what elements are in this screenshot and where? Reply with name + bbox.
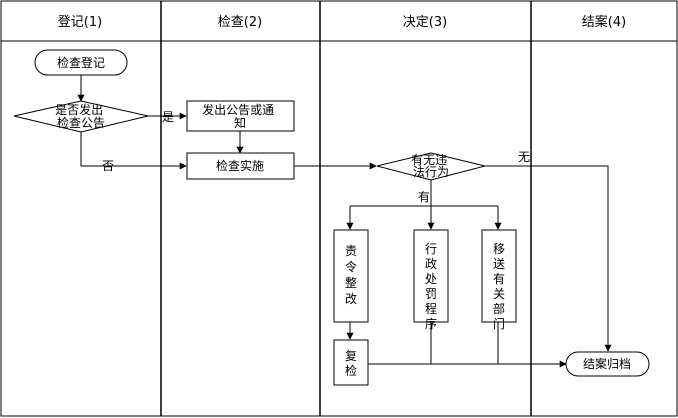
edge-label-yes: 是: [162, 110, 174, 124]
v-transfer-char: 关: [493, 287, 505, 301]
node-publish-notice-label: 发出公告或通 知: [202, 102, 278, 130]
v-penalty-char: 政: [425, 257, 437, 271]
node-admin-penalty: [413, 229, 449, 323]
lane-header-close: 结案(4): [582, 15, 626, 30]
v-correction-char: 责: [345, 244, 357, 258]
v-penalty-char: 序: [425, 316, 437, 331]
v-transfer-char: 移: [493, 242, 505, 256]
node-decision-publish-label: 是否发出 检查公告: [55, 102, 107, 130]
node-review-label: 复检: [345, 349, 357, 378]
v-review-char: 复: [345, 349, 357, 363]
node-decision-publish: [13, 100, 149, 133]
node-publish-notice: [186, 100, 295, 132]
v-transfer-char: 送: [493, 256, 505, 271]
node-review: [333, 339, 369, 386]
v-correction-char: 改: [345, 292, 357, 306]
node-close-case-label: 结案归档: [583, 356, 631, 371]
v-correction-char: 整: [345, 275, 357, 290]
v-penalty-char: 处: [425, 272, 437, 286]
node-close-case: [565, 351, 650, 377]
node-decision-violation: [376, 152, 486, 181]
node-decision-violation-label: 有无违 法行为: [411, 153, 451, 179]
edge-label-has: 有: [418, 190, 430, 204]
edge-violation-none: [485, 165, 612, 352]
v-penalty-char: 行: [425, 242, 437, 256]
node-register: [34, 49, 128, 76]
node-transfer-dept: [481, 229, 517, 323]
lane-header-inspect: 检查(2): [218, 15, 262, 30]
node-register-label: 检查登记: [57, 55, 105, 70]
edge-label-none: 无: [518, 150, 530, 164]
lane-header-decide: 决定(3): [403, 15, 447, 30]
edge-decision-no: [80, 132, 187, 170]
node-inspect: [186, 152, 295, 180]
v-transfer-char: 有: [493, 272, 505, 286]
v-review-char: 检: [345, 363, 357, 378]
edge-label-no: 否: [102, 159, 114, 173]
v-correction-char: 令: [345, 259, 357, 274]
node-inspect-label: 检查实施: [216, 158, 264, 173]
node-order-correction: [333, 229, 369, 323]
v-transfer-char: 部: [493, 301, 505, 316]
v-transfer-char: 门: [493, 316, 505, 331]
v-penalty-char: 程: [425, 301, 437, 316]
v-penalty-char: 罚: [425, 287, 437, 301]
lane-header-register: 登记(1): [58, 15, 102, 30]
